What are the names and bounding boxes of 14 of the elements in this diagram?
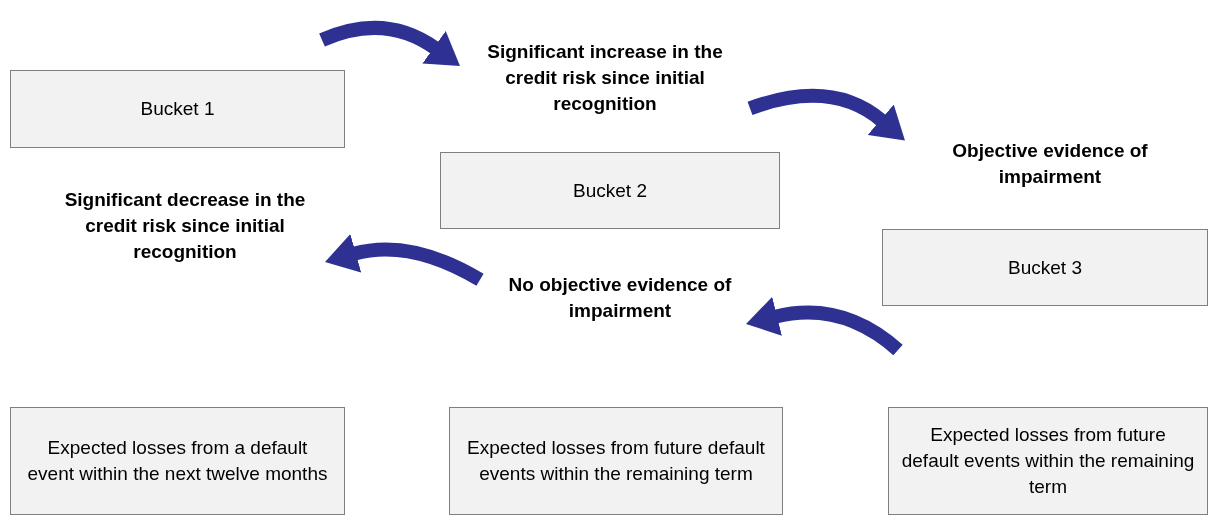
- curved-arrow: [745, 296, 903, 356]
- bucket-box: Expected losses from future default events within the remaining term: [888, 407, 1208, 515]
- curved-arrow: [319, 20, 461, 65]
- transition-label: No objective evidence of impairment: [480, 272, 760, 324]
- curved-arrow: [747, 88, 906, 140]
- bucket-box: Expected losses from a default event within the next twelve months: [10, 407, 345, 515]
- transition-label: Significant increase in the credit risk since initial recognition: [460, 38, 750, 118]
- transition-label: Significant decrease in the credit risk since initial recognition: [45, 186, 325, 266]
- transition-label: Objective evidence of impairment: [905, 138, 1195, 190]
- bucket-box: Bucket 1: [10, 70, 345, 148]
- curved-arrow: [324, 233, 484, 286]
- bucket-box: Expected losses from future default events within the remaining term: [449, 407, 783, 515]
- bucket-box: Bucket 2: [440, 152, 780, 229]
- bucket-box: Bucket 3: [882, 229, 1208, 306]
